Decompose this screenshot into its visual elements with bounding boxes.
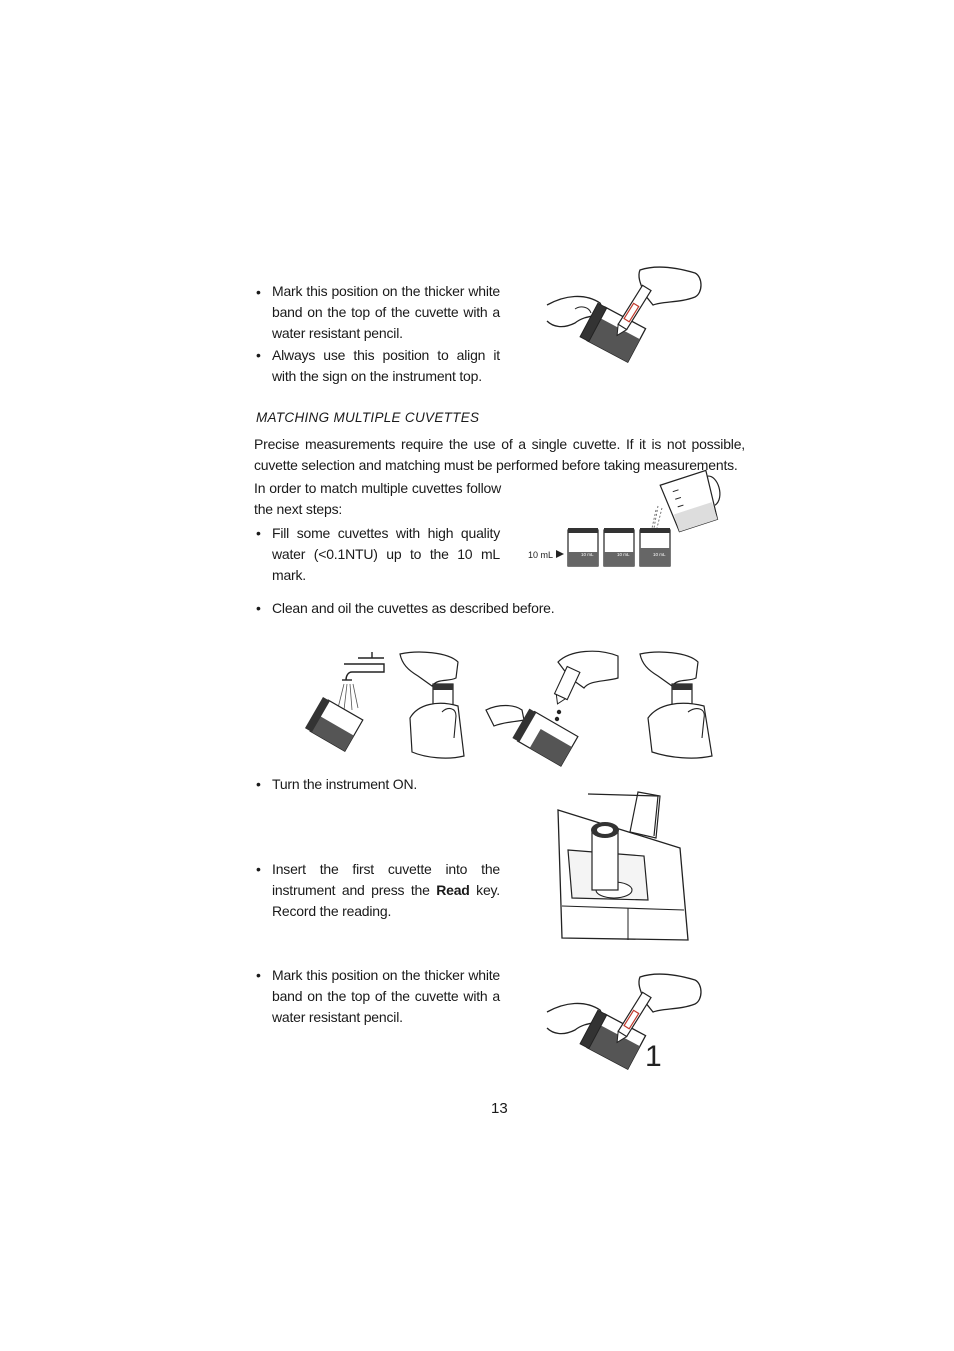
faucet-panel — [304, 652, 385, 753]
instruction-fill-cuvettes: Fill some cuvettes with high quality wat… — [272, 525, 500, 583]
instrument-illustration — [557, 791, 689, 941]
svg-text:10 mL: 10 mL — [653, 552, 666, 557]
section-heading: MATCHING MULTIPLE CUVETTES — [256, 410, 480, 425]
section-intro: Precise measurements require the use of … — [254, 436, 745, 473]
instruction-clean-oil: Clean and oil the cuvettes as described … — [272, 600, 555, 616]
cuvette-1: 10 mL — [567, 528, 599, 567]
arrow-right-icon — [556, 550, 564, 558]
instruction-mark-position-2: Mark this position on the thicker white … — [272, 967, 500, 1025]
bullet-dot: • — [256, 525, 261, 541]
bullet-dot: • — [256, 861, 261, 877]
svg-text:10 mL: 10 mL — [617, 552, 630, 557]
page-number: 13 — [491, 1100, 508, 1117]
bullet-dot: • — [256, 776, 261, 792]
instruction-turn-on: Turn the instrument ON. — [272, 776, 418, 792]
bullet-dot: • — [256, 284, 261, 300]
read-key-label: Read — [436, 882, 470, 898]
instruction-align-sign: Always use this position to align it wit… — [272, 347, 500, 384]
cuvette-number-label: 1 — [645, 1040, 662, 1073]
cuvette-2: 10 mL — [603, 528, 635, 567]
drying-panel-1 — [399, 651, 465, 759]
marking-cuvette-illustration — [546, 266, 702, 364]
marking-cuvette-illustration-2: 1 — [546, 973, 702, 1073]
cuvette-3: 10 mL — [639, 528, 671, 567]
drying-panel-2 — [639, 651, 713, 759]
insert-first-text-a: Insert the first cuvette into the instru… — [272, 861, 500, 898]
bullet-dot: • — [256, 347, 261, 363]
cuvette-in-instrument — [591, 829, 619, 891]
ten-ml-label: 10 mL — [528, 550, 553, 560]
fill-cuvettes-illustration: 10 mL 10 mL 10 mL 10 mL — [528, 469, 721, 567]
bullet-dot: • — [256, 600, 261, 616]
steps-intro: In order to match multiple cuvettes foll… — [254, 480, 501, 517]
instruction-insert-first: Insert the first cuvette into the instru… — [272, 859, 500, 922]
bullet-dot: • — [256, 967, 261, 983]
insert-first-text-b: key. Record the reading. — [272, 882, 500, 919]
cleaning-sequence-illustration — [304, 650, 713, 767]
beaker — [659, 469, 721, 533]
lid — [629, 791, 661, 839]
svg-text:10 mL: 10 mL — [581, 552, 594, 557]
oiling-panel — [485, 650, 619, 767]
instruction-mark-position-1: Mark this position on the thicker white … — [272, 283, 500, 341]
